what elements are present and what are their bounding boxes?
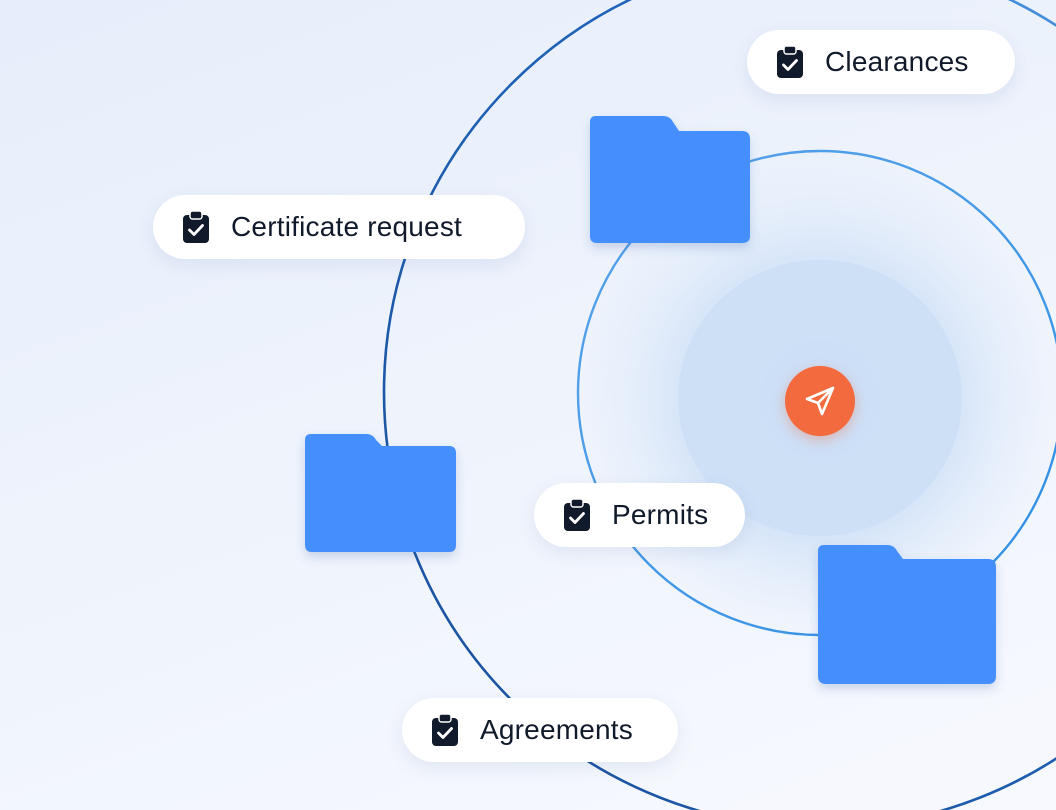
folder-icon	[590, 116, 750, 243]
label-agreements: Agreements	[402, 698, 678, 762]
label-permits: Permits	[534, 483, 745, 547]
folder-icon	[818, 545, 996, 684]
label-text: Certificate request	[231, 211, 463, 242]
label-clearances: Clearances	[747, 30, 1015, 94]
clipboard-check-icon	[432, 713, 458, 746]
clipboard-check-icon	[564, 498, 590, 531]
folder-icon	[305, 434, 456, 552]
clipboard-check-icon	[183, 210, 209, 243]
send-button[interactable]	[785, 366, 855, 436]
send-icon	[805, 386, 835, 416]
label-text: Agreements	[480, 714, 633, 745]
clipboard-check-icon	[777, 45, 803, 78]
outer-ring	[382, 0, 1056, 810]
label-certificate-request: Certificate request	[153, 195, 525, 259]
label-text: Permits	[612, 499, 709, 530]
label-text: Clearances	[825, 46, 969, 77]
